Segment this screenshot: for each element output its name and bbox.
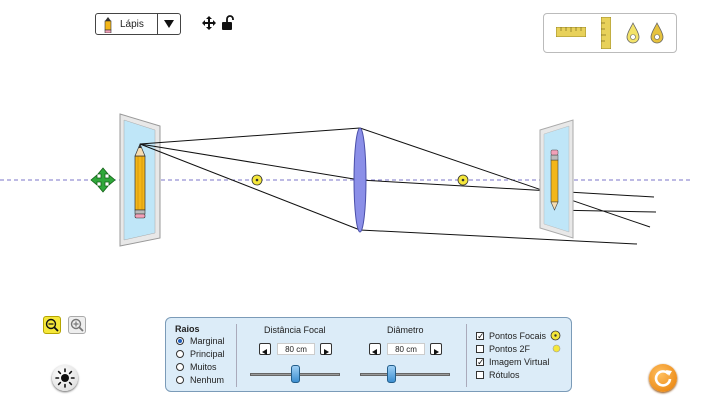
- focal-point-left: [251, 174, 263, 186]
- diameter-value: 80 cm: [387, 343, 425, 355]
- panel-divider: [466, 324, 467, 387]
- rays-option-label: Marginal: [190, 336, 225, 346]
- diameter-slider-thumb[interactable]: [387, 365, 396, 383]
- unlock-icon[interactable]: [221, 15, 235, 31]
- checkbox-label: Rótulos: [489, 370, 520, 380]
- checkbox-label: Pontos Focais: [489, 331, 547, 341]
- image-frame: [539, 119, 574, 239]
- object-frame[interactable]: [119, 113, 161, 247]
- triangle-left-icon: [262, 349, 267, 355]
- ruler-horizontal-icon[interactable]: [556, 27, 586, 37]
- zoom-out-button[interactable]: [43, 316, 61, 334]
- measurement-toolbox: [543, 13, 677, 53]
- refresh-icon: [654, 370, 672, 387]
- radio-rays-none[interactable]: [176, 376, 184, 384]
- light-rays: [139, 127, 657, 245]
- 2f-point-icon: [552, 344, 561, 353]
- probe-icon[interactable]: [626, 22, 640, 44]
- reset-all-button[interactable]: [649, 364, 677, 392]
- checkbox-virtual-image[interactable]: ✓: [476, 357, 485, 367]
- rays-option-label: Principal: [190, 349, 225, 359]
- diameter-decrease-button[interactable]: [369, 343, 381, 355]
- brightness-button[interactable]: [52, 365, 78, 391]
- zoom-out-icon: [45, 318, 59, 332]
- checkbox-label: Pontos 2F: [489, 344, 531, 354]
- zoom-in-icon: [70, 318, 84, 332]
- sun-icon: [55, 368, 75, 388]
- rays-title: Raios: [175, 324, 200, 334]
- radio-rays-principal[interactable]: [176, 350, 184, 358]
- checkbox-focal-points[interactable]: ✓: [476, 331, 485, 341]
- diameter-slider-track[interactable]: [360, 373, 450, 376]
- radio-rays-marginal[interactable]: [176, 337, 184, 345]
- panel-divider: [236, 324, 237, 387]
- rays-option-label: Nenhum: [190, 375, 225, 385]
- zoom-in-button[interactable]: [68, 316, 86, 334]
- object-select-value: Lápis: [120, 18, 144, 30]
- focal-length-slider-thumb[interactable]: [291, 365, 300, 383]
- triangle-right-icon: [324, 349, 329, 355]
- checkbox-2f-points[interactable]: [476, 345, 484, 353]
- triangle-left-icon: [372, 349, 377, 355]
- triangle-right-icon: [434, 349, 439, 355]
- pencil-icon: [104, 17, 112, 33]
- rays-option-label: Muitos: [190, 362, 217, 372]
- chevron-down-icon[interactable]: [157, 14, 180, 34]
- focal-point-right: [457, 174, 469, 186]
- diameter-label: Diâmetro: [387, 325, 424, 335]
- ruler-vertical-icon[interactable]: [601, 17, 611, 49]
- radio-rays-many[interactable]: [176, 363, 184, 371]
- control-panel: Raios Marginal Principal Muitos Nenhum D…: [165, 317, 572, 392]
- checkbox-label: Imagem Virtual: [489, 357, 550, 367]
- focal-point-icon: [550, 330, 561, 341]
- focal-length-value: 80 cm: [277, 343, 315, 355]
- probe-icon[interactable]: [650, 22, 664, 44]
- lens[interactable]: [353, 127, 367, 233]
- move-handle-icon[interactable]: [90, 167, 116, 193]
- focal-length-label: Distância Focal: [264, 325, 326, 335]
- object-select-dropdown[interactable]: Lápis: [95, 13, 181, 35]
- focal-length-increase-button[interactable]: [320, 343, 332, 355]
- diameter-increase-button[interactable]: [430, 343, 442, 355]
- checkbox-labels[interactable]: [476, 371, 484, 379]
- move-icon[interactable]: [202, 16, 216, 30]
- focal-length-decrease-button[interactable]: [259, 343, 271, 355]
